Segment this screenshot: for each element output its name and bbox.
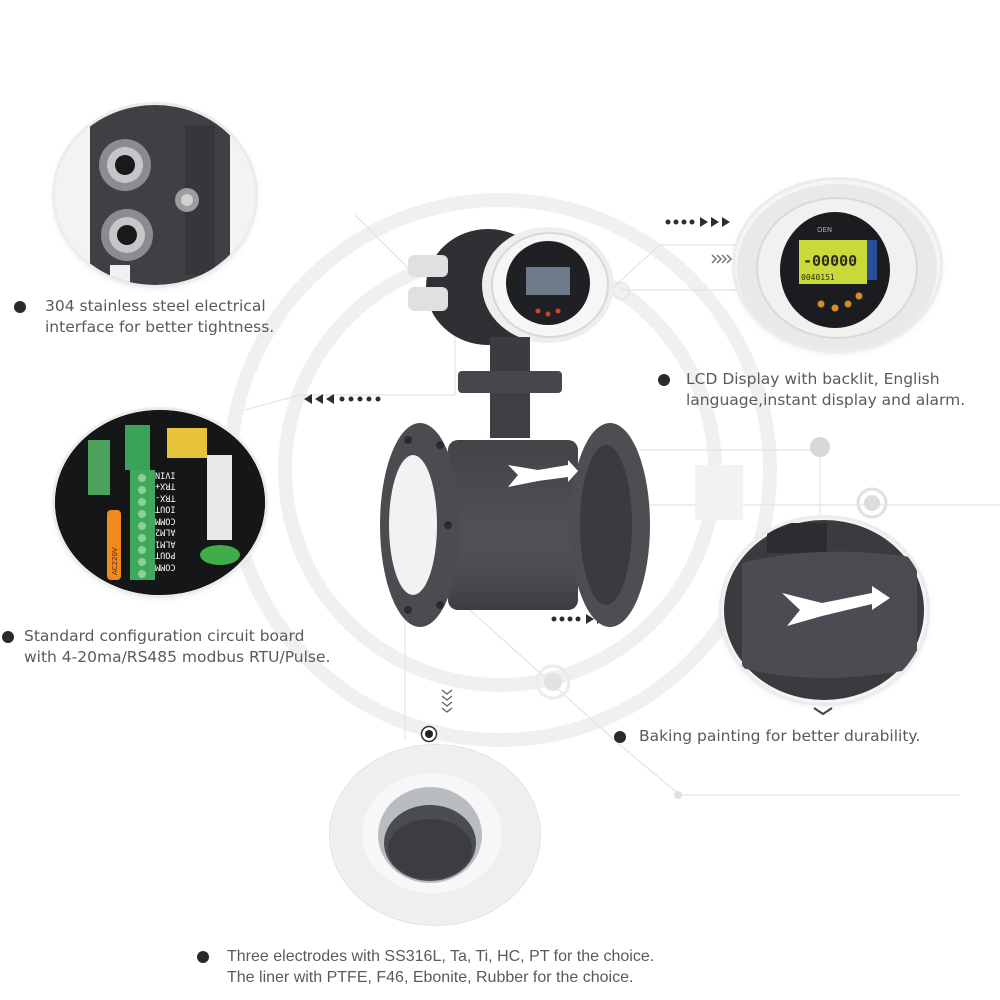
arrow-left-decoration <box>302 392 392 406</box>
bullet-icon <box>2 631 14 643</box>
caption-electrodes-liner: Three electrodes with SS316L, Ta, Ti, HC… <box>197 946 654 988</box>
caption-lcd-display: LCD Display with backlit, English langua… <box>658 369 965 411</box>
caption-baking-painting: Baking painting for better durability. <box>614 726 920 747</box>
caption-circuit-board: Standard configuration circuit board wit… <box>2 626 330 668</box>
svg-text:0040151: 0040151 <box>801 273 835 282</box>
bullet-icon <box>614 731 626 743</box>
chevron-down-icon <box>813 707 833 716</box>
detail-electrical-interface <box>55 105 255 285</box>
terminal-labels: COMM POUT ALM1 ALM2 COMM IOUT TRX- TRX+ … <box>155 469 176 572</box>
svg-text:-00000: -00000 <box>803 252 857 270</box>
bullet-icon <box>197 951 209 963</box>
flowmeter-product-image <box>380 227 650 627</box>
arrow-right-decoration <box>664 215 739 229</box>
detail-circuit-board: AC220V COMM POUT ALM1 ALM2 COMM IOUT TRX… <box>55 410 265 595</box>
detail-liner <box>330 745 540 925</box>
target-dot-icon <box>420 725 438 743</box>
bullet-icon <box>658 374 670 386</box>
chevrons-down-decoration <box>441 688 453 714</box>
detail-lcd-display: -00000 0040151 OEN <box>735 180 940 350</box>
chevrons-right-decoration <box>710 254 734 264</box>
caption-electrical-interface: 304 stainless steel electrical interface… <box>14 296 274 338</box>
detail-baking-painting <box>722 518 927 703</box>
bullet-icon <box>14 301 26 313</box>
svg-text:AC220V: AC220V <box>111 547 119 575</box>
svg-text:OEN: OEN <box>817 226 832 234</box>
